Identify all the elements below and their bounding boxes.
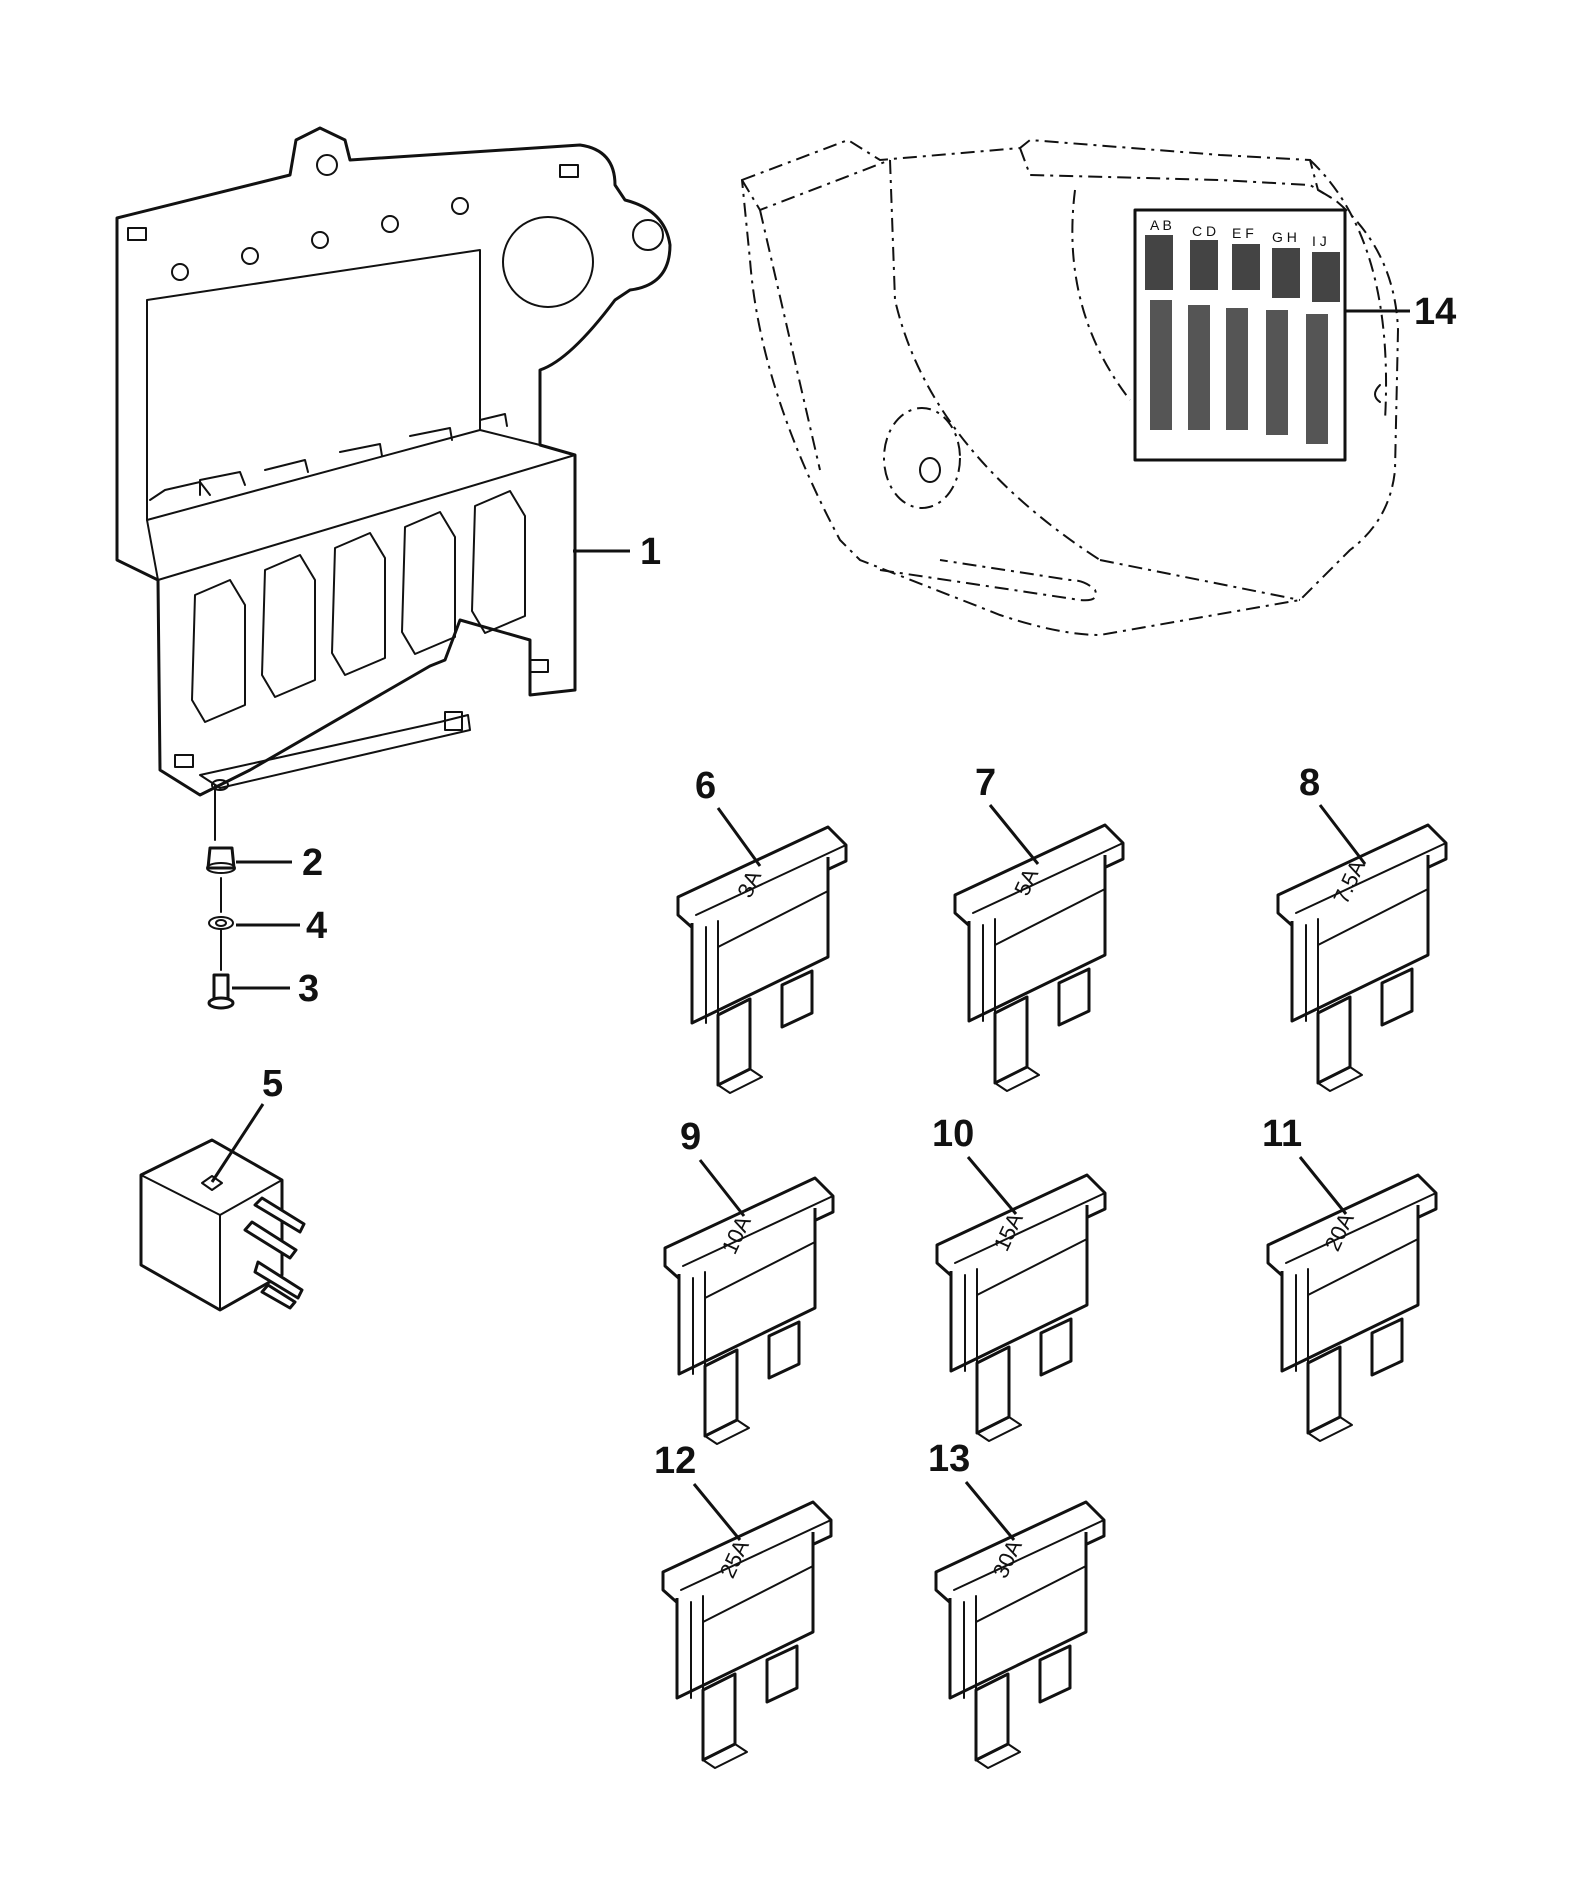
svg-text:5: 5 (262, 1063, 283, 1105)
fuse-part-6: 3A (676, 825, 848, 1095)
svg-text:3: 3 (298, 968, 319, 1010)
svg-text:A B: A B (1150, 217, 1172, 233)
svg-text:10: 10 (932, 1113, 974, 1155)
callout-7: 7 (975, 762, 1040, 865)
svg-text:E F: E F (1232, 225, 1254, 241)
fuse-part-8: 7.5A (1276, 823, 1448, 1093)
callout-11: 11 (1262, 1113, 1348, 1215)
callout-14: 14 (1345, 291, 1456, 333)
svg-text:I J: I J (1312, 233, 1327, 249)
nut-part-2 (206, 846, 236, 913)
fuse-part-12: 25A (661, 1500, 833, 1770)
callout-13: 13 (928, 1438, 1016, 1541)
svg-text:12: 12 (654, 1440, 696, 1482)
fuse-part-9: 10A (663, 1176, 835, 1446)
svg-text:7: 7 (975, 762, 996, 804)
callout-5: 5 (210, 1063, 283, 1183)
relay-part-5 (139, 1138, 306, 1312)
svg-text:8: 8 (1299, 762, 1320, 804)
svg-text:G H: G H (1272, 229, 1297, 245)
fuse-part-7: 5A (953, 823, 1125, 1093)
svg-text:11: 11 (1262, 1113, 1302, 1155)
callout-8: 8 (1299, 762, 1367, 865)
svg-text:6: 6 (695, 765, 716, 807)
fuse-box-cover: A B C D E F G H I J (740, 138, 1400, 637)
callout-3: 3 (232, 968, 319, 1010)
callout-2: 2 (236, 842, 323, 884)
relay-bracket (115, 126, 672, 841)
callout-1: 1 (573, 531, 661, 573)
callout-12: 12 (654, 1440, 742, 1541)
svg-text:1: 1 (640, 531, 661, 573)
svg-text:13: 13 (928, 1438, 970, 1480)
fuse-part-13: 30A (934, 1500, 1106, 1770)
screw-part-3 (207, 973, 235, 1010)
washer-part-4 (208, 916, 234, 971)
fuse-map-label: A B C D E F G H I J (1133, 208, 1347, 462)
svg-text:C D: C D (1192, 223, 1216, 239)
callout-10: 10 (932, 1113, 1018, 1215)
svg-text:2: 2 (302, 842, 323, 884)
callout-6: 6 (695, 765, 762, 867)
callout-4: 4 (236, 905, 327, 947)
fuse-part-10: 15A (935, 1173, 1107, 1443)
svg-text:4: 4 (306, 905, 327, 947)
svg-text:14: 14 (1414, 291, 1456, 333)
callout-9: 9 (680, 1116, 746, 1217)
fuse-part-11: 20A (1266, 1173, 1438, 1443)
svg-text:9: 9 (680, 1116, 701, 1158)
